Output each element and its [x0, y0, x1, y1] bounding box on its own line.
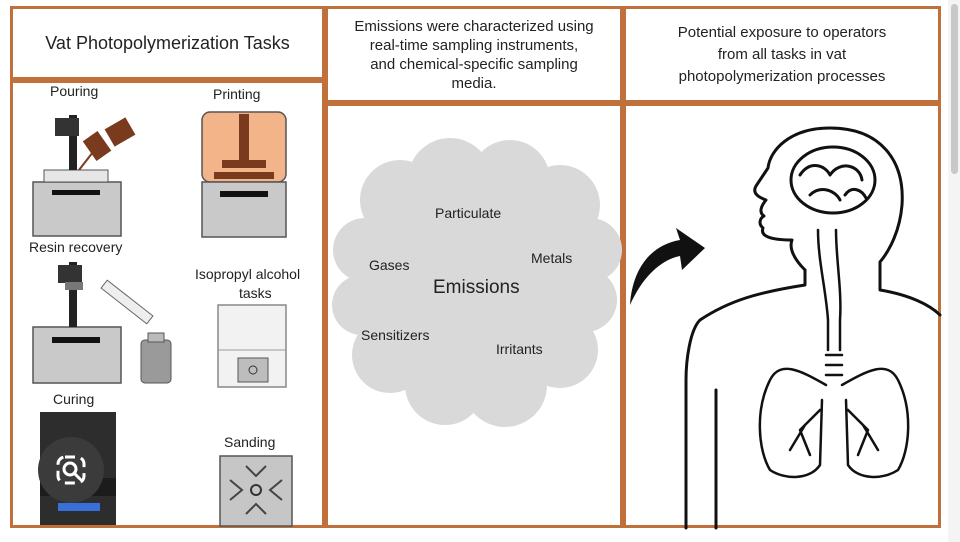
- emissions-body-panel: [325, 103, 623, 528]
- emissions-header-line-1: Emissions were characterized using: [354, 17, 594, 35]
- cloud-term-particulate: Particulate: [435, 205, 502, 221]
- exposure-header-line-3: photopolymerization processes: [678, 67, 886, 85]
- exposure-body-panel: [623, 103, 941, 528]
- cloud-term-metals: Metals: [531, 250, 573, 266]
- resin-recovery-label: Resin recovery: [29, 239, 123, 255]
- emissions-header-line-2: real-time sampling instruments,: [369, 36, 579, 54]
- emissions-header-line-3: and chemical-specific sampling: [370, 55, 578, 73]
- lens-search-icon: [56, 455, 86, 485]
- tasks-title: Vat Photopolymerization Tasks: [45, 32, 290, 53]
- ipa-label-line-1: Isopropyl alcohol: [195, 266, 301, 282]
- scrollbar-thumb[interactable]: [951, 4, 958, 174]
- exposure-header-line-2: from all tasks in vat: [717, 45, 847, 63]
- ipa-label-line-2: tasks: [239, 285, 272, 301]
- cloud-term-irritants: Irritants: [496, 341, 543, 357]
- emissions-header-panel: Emissions were characterized using real-…: [325, 6, 623, 103]
- curing-label: Curing: [53, 391, 95, 407]
- lens-search-button[interactable]: [38, 437, 104, 503]
- cloud-term-sensitizers: Sensitizers: [361, 327, 430, 343]
- cloud-term-gases: Gases: [369, 257, 410, 273]
- exposure-header-line-1: Potential exposure to operators: [677, 23, 887, 41]
- printing-label: Printing: [213, 86, 261, 102]
- exposure-header-panel: Potential exposure to operators from all…: [623, 6, 941, 103]
- sanding-label: Sanding: [224, 434, 276, 450]
- vertical-scrollbar[interactable]: [948, 0, 960, 542]
- pouring-label: Pouring: [50, 83, 99, 99]
- cloud-center-label: Emissions: [433, 277, 520, 298]
- emissions-header-line-4: media.: [451, 74, 497, 92]
- tasks-header-panel: Vat Photopolymerization Tasks: [10, 6, 325, 80]
